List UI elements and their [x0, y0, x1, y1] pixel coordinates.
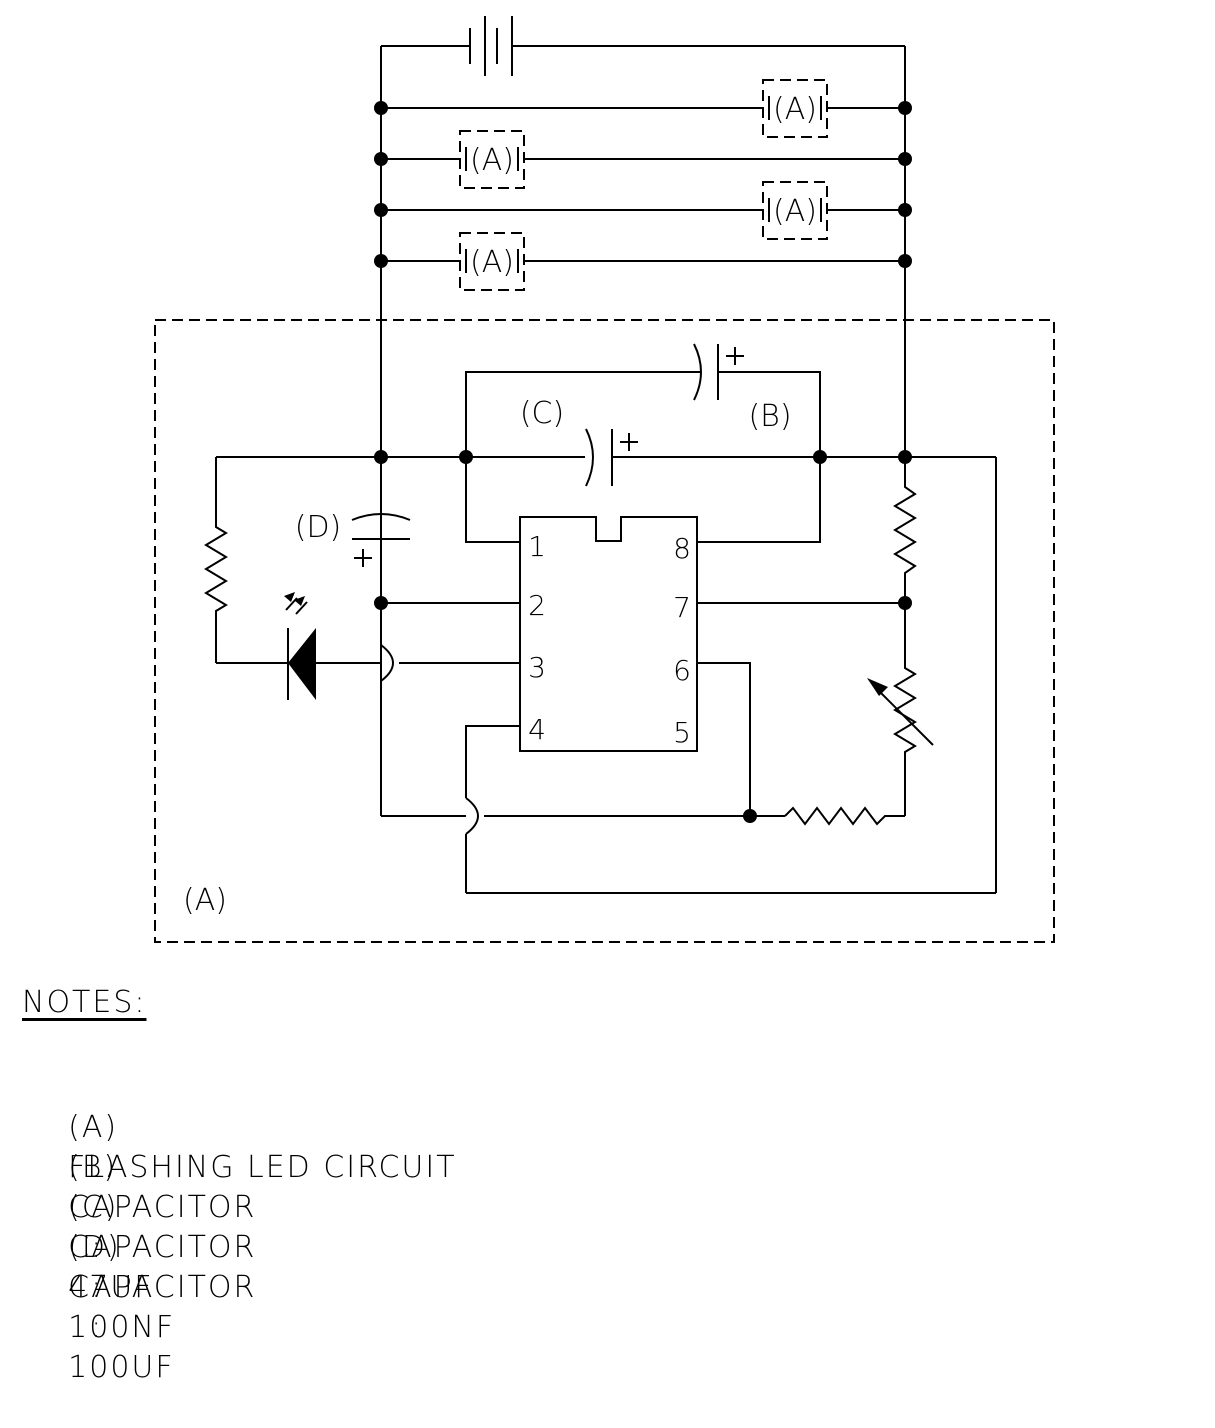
capacitor-c: (C) [520, 396, 638, 487]
ic-pin-7: 7 [673, 591, 691, 624]
note-key: (D) [68, 1230, 121, 1265]
module-label: (A) [773, 194, 817, 229]
notes-title: NOTES: [22, 985, 147, 1020]
led-resistor [204, 457, 228, 663]
led-drive-wiring [216, 644, 520, 682]
ic-pin-4: 4 [528, 713, 546, 746]
ic-pin-3: 3 [528, 651, 546, 684]
capacitor-b-label: (B) [748, 399, 791, 434]
capacitor-d: (D) [295, 510, 411, 567]
module-boundary [154, 319, 1055, 943]
note-name: CAPACITOR [68, 1270, 257, 1305]
module-label: (A) [470, 143, 514, 178]
capacitor-b: (B) [465, 343, 821, 457]
notes-section: NOTES: (A) FLASHING LED CIRCUIT (B) CAPA… [22, 985, 457, 1385]
note-item: (A) FLASHING LED CIRCUIT [22, 1068, 457, 1185]
module-label: (A) [773, 92, 817, 127]
module-row-3: (A) [374, 181, 912, 240]
resistor-r1 [893, 457, 917, 603]
module-box-label: (A) [183, 883, 227, 918]
note-name: FLASHING LED CIRCUIT [68, 1150, 457, 1185]
ic-pin-5: 5 [673, 716, 691, 749]
top-node-wiring [216, 450, 997, 894]
ic-pin-6: 6 [673, 654, 691, 687]
ic-555: 1 2 3 4 8 7 6 5 [519, 516, 698, 752]
module-row-4: (A) [374, 232, 912, 291]
potentiometer [867, 603, 934, 816]
note-separator: : [91, 1230, 104, 1265]
note-value: 100UF [68, 1350, 175, 1385]
led [284, 592, 316, 700]
schematic-diagram: (A) (A) (A) (A) (A) [154, 16, 1055, 943]
capacitor-d-label: (D) [295, 510, 342, 545]
capacitor-c-label: (C) [520, 396, 564, 431]
resistor-bottom [784, 806, 905, 826]
battery [381, 16, 905, 76]
module-row-2: (A) [374, 130, 912, 189]
module-label: (A) [470, 245, 514, 280]
module-row-1: (A) [374, 79, 912, 138]
note-key: (A) [68, 1110, 119, 1145]
note-key: (C) [68, 1190, 119, 1225]
ic-pin-1: 1 [528, 530, 546, 563]
note-name: CAPACITOR [68, 1190, 257, 1225]
note-key: (B) [68, 1150, 118, 1185]
ic-wiring [374, 457, 912, 893]
note-separator: : [91, 1310, 104, 1345]
ic-pin-2: 2 [528, 589, 546, 622]
ic-pin-8: 8 [673, 532, 691, 565]
